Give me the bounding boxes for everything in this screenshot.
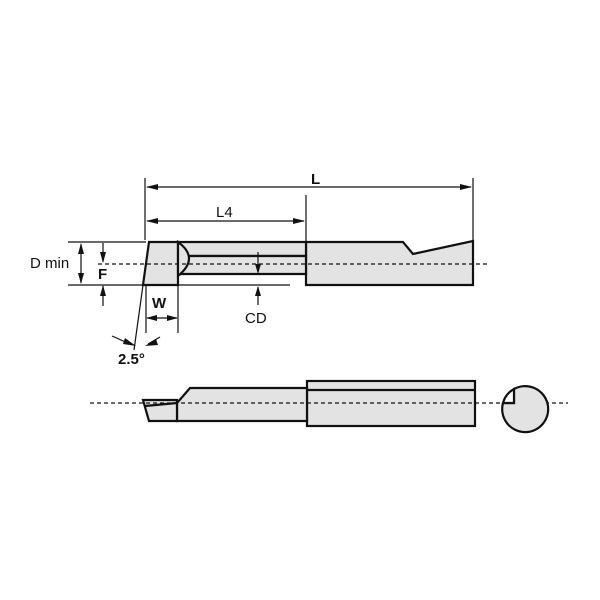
arrow-icon bbox=[123, 338, 136, 346]
arrow-icon bbox=[146, 315, 157, 321]
end-view-notch bbox=[501, 387, 516, 405]
shank bbox=[304, 239, 475, 287]
arrow-icon bbox=[145, 339, 158, 346]
arrow-icon bbox=[293, 218, 305, 224]
label-l: L bbox=[311, 171, 321, 188]
end-view-profile bbox=[501, 385, 550, 434]
label-cd: CD bbox=[245, 310, 267, 327]
top-neck bbox=[175, 386, 309, 423]
neck-upper bbox=[176, 240, 308, 258]
arrow-icon bbox=[100, 252, 106, 263]
arrow-icon bbox=[78, 273, 84, 284]
label-l4: L4 bbox=[216, 204, 233, 221]
arrow-icon bbox=[146, 184, 158, 190]
neck-lower bbox=[176, 254, 308, 276]
arrow-icon bbox=[78, 243, 84, 254]
label-w: W bbox=[152, 295, 167, 312]
arrow-icon bbox=[460, 184, 472, 190]
arrow-icon bbox=[255, 286, 261, 296]
arrow-icon bbox=[167, 315, 178, 321]
top-tip-edge bbox=[144, 401, 178, 408]
label-f: F bbox=[98, 266, 108, 283]
label-d-min: D min bbox=[30, 255, 70, 272]
end-view bbox=[501, 385, 550, 434]
angle-extension-line bbox=[133, 284, 144, 351]
chip-groove bbox=[176, 239, 191, 279]
arrow-icon bbox=[100, 285, 106, 296]
arrow-icon bbox=[146, 218, 158, 224]
arrow-icon bbox=[255, 264, 261, 274]
top-view bbox=[90, 379, 568, 428]
side-view bbox=[68, 178, 488, 351]
label-angle: 2.5° bbox=[118, 351, 145, 368]
